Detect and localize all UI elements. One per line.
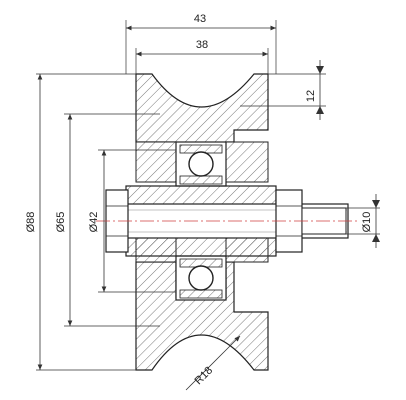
dim-groove-depth: 12	[305, 90, 317, 102]
bearing-lower	[175, 255, 227, 301]
dim-inner-width: 38	[196, 39, 208, 51]
hub-left-upper	[135, 141, 177, 183]
dim-line-groove-radius	[185, 335, 241, 391]
hub-right-upper	[225, 141, 269, 183]
dim-overall-width: 43	[194, 13, 206, 25]
dim-axle-diameter: Ø10	[361, 212, 373, 233]
dim-outer-diameter: Ø88	[25, 212, 37, 233]
dim-groove-radius: R18	[192, 364, 215, 387]
bearing-upper	[175, 141, 227, 187]
dim-bearing-diameter: Ø42	[88, 212, 100, 233]
dim-groove-diameter: Ø65	[55, 212, 67, 233]
